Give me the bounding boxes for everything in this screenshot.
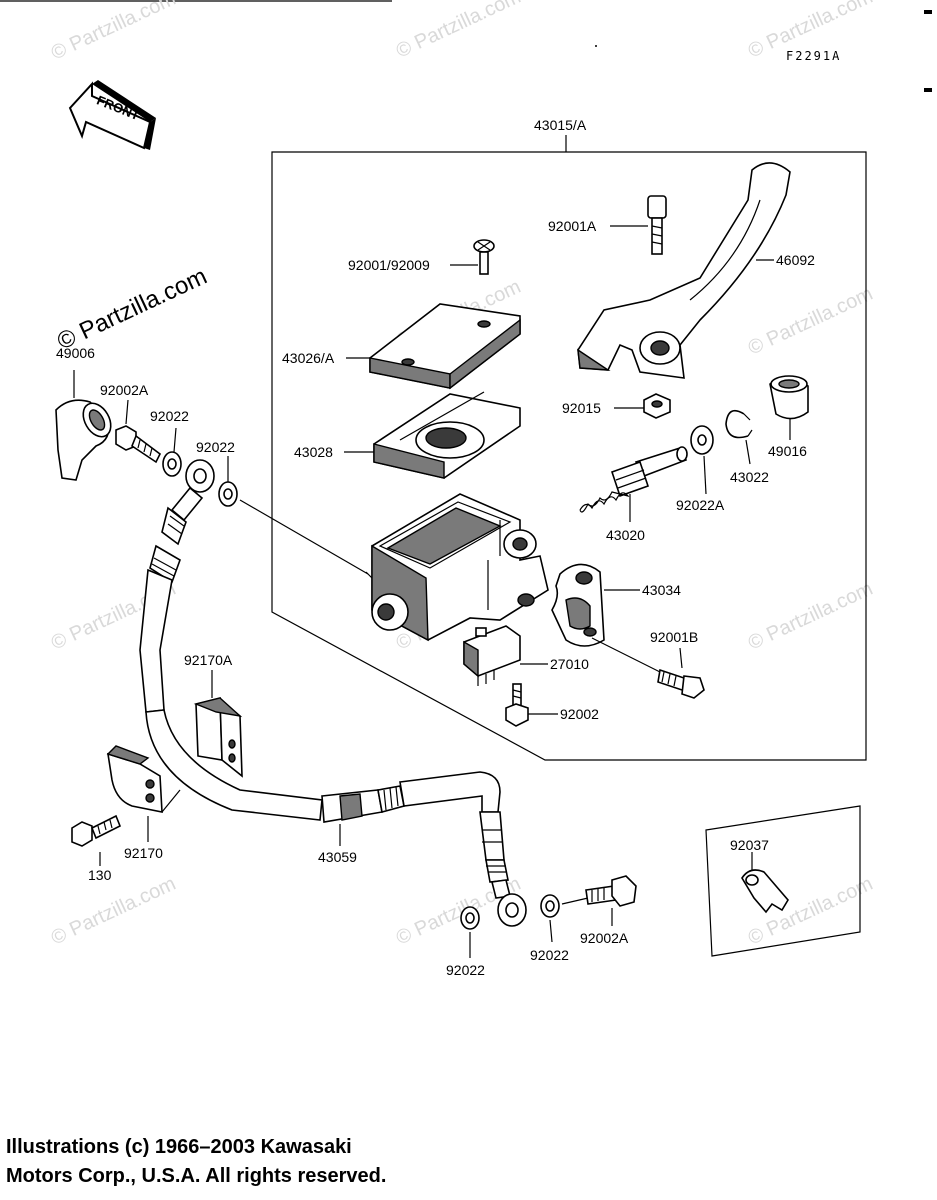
cap-fitting: 49006 <box>55 345 112 481</box>
cap-screw: 92001/92009 <box>348 239 495 275</box>
label-49016: 49016 <box>768 443 807 459</box>
figure-code: F2291A <box>786 49 841 63</box>
clamp-bolt: 92001B <box>591 629 705 699</box>
label-43026A: 43026/A <box>282 350 335 366</box>
label-130: 130 <box>88 867 112 883</box>
label-92022-bottom-1: 92022 <box>446 962 485 978</box>
label-92002: 92002 <box>560 706 599 722</box>
front-arrow-icon: FRONT <box>68 80 156 150</box>
watermark: © Partzilla.com <box>745 283 876 360</box>
hose-guide: 92170 <box>106 745 181 861</box>
watermark: © Partzilla.com <box>393 0 524 63</box>
label-92037: 92037 <box>730 837 769 853</box>
label-92002A-top: 92002A <box>100 382 149 398</box>
washer-bottom-2: 92022 <box>530 894 569 963</box>
circlip: 43022 <box>725 409 769 485</box>
label-92170A: 92170A <box>184 652 233 668</box>
label-92022A: 92022A <box>676 497 725 513</box>
copyright-line-1: Illustrations (c) 1966–2003 Kawasaki <box>6 1136 352 1158</box>
piston-washer: 92022A <box>676 425 725 513</box>
speck <box>595 45 597 47</box>
brake-lever: 46092 <box>577 162 815 379</box>
watermark: © Partzilla.com <box>48 0 179 65</box>
copyright-notice: Illustrations (c) 1966–2003 Kawasaki Mot… <box>6 1133 606 1191</box>
washer-bottom-1: 92022 <box>446 906 485 978</box>
label-43028: 43028 <box>294 444 333 460</box>
leader-line <box>365 571 373 579</box>
master-cylinder-body <box>371 493 549 642</box>
label-92022-top-2: 92022 <box>196 439 235 455</box>
label-92170: 92170 <box>124 845 163 861</box>
washer-top-2: 92022 <box>196 439 238 507</box>
label-43020: 43020 <box>606 527 645 543</box>
watermark: © Partzilla.com <box>48 873 179 950</box>
label-92022-bottom-2: 92022 <box>530 947 569 963</box>
edge-mark <box>924 10 932 14</box>
label-92022-top-1: 92022 <box>150 408 189 424</box>
label-92001-92009: 92001/92009 <box>348 257 430 273</box>
hose-guide-a: 92170A <box>184 652 243 778</box>
reservoir-cap: 43026/A <box>282 303 521 390</box>
switch-screw: 92002 <box>505 683 599 727</box>
banjo-bolt-top: 92002A <box>100 382 162 464</box>
washer-top-1: 92022 <box>150 408 189 477</box>
copyright-line-2: Motors Corp., U.S.A. All rights reserved… <box>6 1165 387 1187</box>
diaphragm: 43028 <box>294 391 521 479</box>
piston-kit: 43020 <box>579 446 688 543</box>
label-46092: 46092 <box>776 252 815 268</box>
banjo-bolt-bottom: 92002A <box>561 875 637 946</box>
hose-clamp-box: 92037 <box>705 805 861 957</box>
edge-mark <box>924 88 932 92</box>
label-43022: 43022 <box>730 469 769 485</box>
guide-bolt: 130 <box>71 814 122 883</box>
label-92001A: 92001A <box>548 218 597 234</box>
lever-nut: 92015 <box>562 393 671 419</box>
label-43015A: 43015/A <box>534 117 587 133</box>
label-49006: 49006 <box>56 345 95 361</box>
label-27010: 27010 <box>550 656 589 672</box>
lever-pivot-bolt: 92001A <box>548 195 667 255</box>
label-92002A-bottom: 92002A <box>580 930 629 946</box>
label-43059: 43059 <box>318 849 357 865</box>
label-92015: 92015 <box>562 400 601 416</box>
watermark-prominent: © Partzilla.com <box>53 263 211 356</box>
watermark: © Partzilla.com <box>745 578 876 655</box>
handlebar-clamp: 43034 <box>551 563 681 647</box>
label-92001B: 92001B <box>650 629 698 645</box>
leader-line <box>239 499 369 575</box>
brake-light-switch: 27010 <box>463 625 589 686</box>
brake-hose: 43059 <box>139 459 527 927</box>
dust-boot: 49016 <box>768 375 809 459</box>
label-43034: 43034 <box>642 582 681 598</box>
assembly-outline: 43015/A <box>271 117 867 761</box>
